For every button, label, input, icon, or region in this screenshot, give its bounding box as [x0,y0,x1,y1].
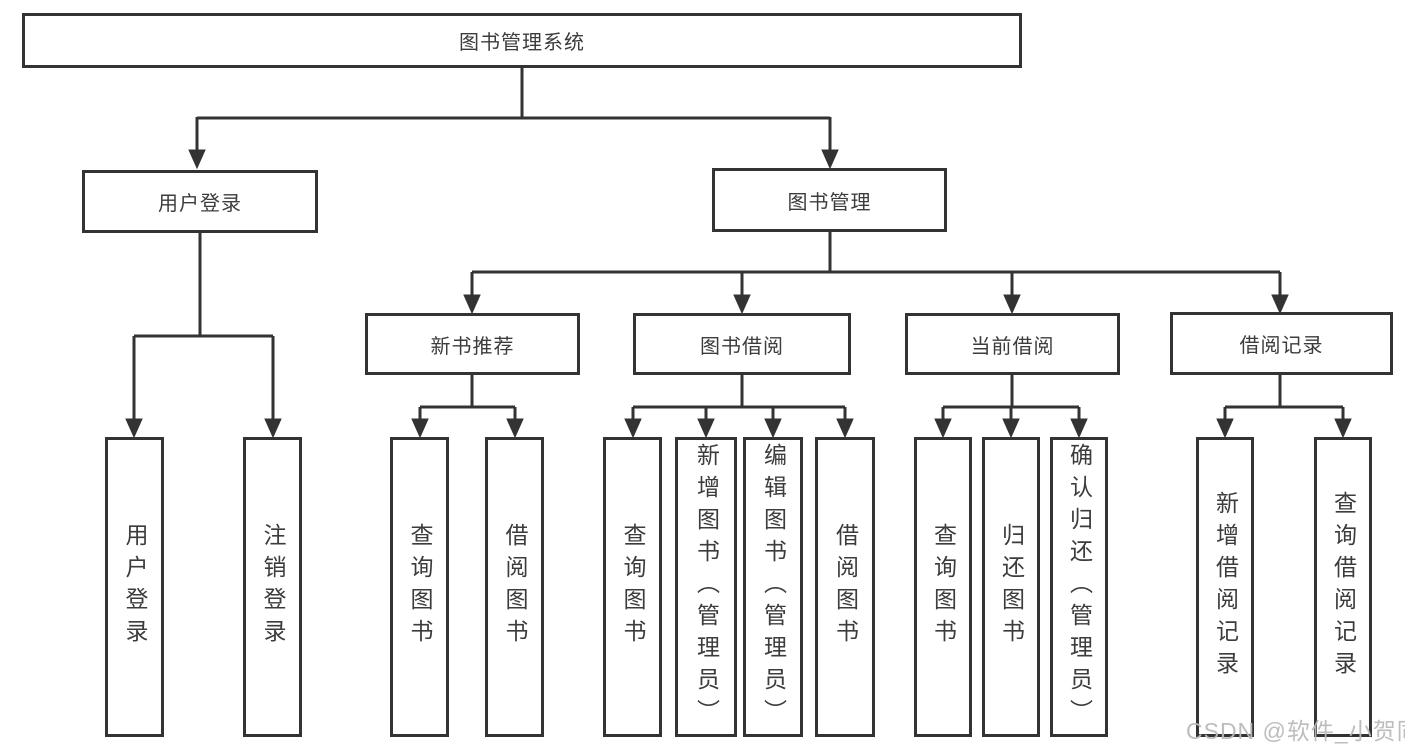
arrow-down-icon [1002,418,1020,439]
leaf-borrow-book-2-label: 借阅图书 [832,523,859,651]
arrow-down-icon [1334,418,1352,439]
arrow-down-icon [697,418,715,439]
leaf-user-login-label: 用户登录 [122,523,148,651]
leaf-add-book-admin-label: 新增图书（管理员） [693,443,720,731]
leaf-user-login: 用户登录 [105,437,164,737]
arrow-down-icon [1070,418,1088,439]
leaf-query-borrow-record: 查询借阅记录 [1314,437,1372,737]
leaf-borrow-book-1-label: 借阅图书 [502,523,528,651]
leaf-query-book-3-label: 查询图书 [930,523,957,651]
arrow-down-icon [506,418,524,439]
watermark: CSDN @软件_小贺同学 [1186,718,1405,744]
leaf-query-borrow-record-label: 查询借阅记录 [1330,491,1357,683]
leaf-edit-book-admin-label: 编辑图书（管理员） [760,443,787,731]
node-current-borrow-label: 当前借阅 [970,335,1055,358]
arrow-down-icon [1271,294,1289,315]
leaf-add-borrow-record-label: 新增借阅记录 [1212,491,1239,683]
arrow-down-icon [1216,418,1234,439]
leaf-query-book-1-label: 查询图书 [407,523,433,651]
leaf-return-book-label: 归还图书 [998,523,1025,651]
arrow-down-icon [188,149,206,170]
leaf-logout: 注销登录 [243,437,302,737]
node-new-book-recommend: 新书推荐 [365,313,580,375]
leaf-confirm-return-admin-label: 确认归还（管理员） [1066,443,1093,731]
leaf-add-borrow-record: 新增借阅记录 [1196,437,1254,737]
node-book-management-label: 图书管理 [787,191,872,214]
node-borrow-record-label: 借阅记录 [1239,335,1324,357]
leaf-query-book-2: 查询图书 [603,437,662,737]
arrow-down-icon [836,418,854,439]
arrow-down-icon [821,149,839,170]
leaf-edit-book-admin: 编辑图书（管理员） [743,437,803,737]
arrow-down-icon [125,418,143,439]
node-user-login-label: 用户登录 [158,193,242,215]
leaf-logout-label: 注销登录 [260,523,286,651]
node-book-borrow-label: 图书借阅 [700,335,784,358]
leaf-query-book-1: 查询图书 [390,437,449,737]
leaf-return-book: 归还图书 [982,437,1040,737]
leaf-query-book-2-label: 查询图书 [620,523,646,651]
leaf-add-book-admin: 新增图书（管理员） [675,437,737,737]
arrow-down-icon [733,294,751,315]
arrow-down-icon [264,418,282,439]
arrow-down-icon [411,418,429,439]
node-user-login: 用户登录 [82,170,318,233]
arrow-down-icon [1003,294,1021,315]
arrow-down-icon [934,418,952,439]
arrow-down-icon [764,418,782,439]
node-new-book-recommend-label: 新书推荐 [430,335,515,358]
leaf-borrow-book-2: 借阅图书 [815,437,875,737]
leaf-confirm-return-admin: 确认归还（管理员） [1050,437,1108,737]
node-current-borrow: 当前借阅 [905,313,1120,375]
arrow-down-icon [463,294,481,315]
node-borrow-record: 借阅记录 [1170,312,1393,375]
node-root: 图书管理系统 [22,13,1022,68]
node-book-management: 图书管理 [712,168,947,232]
arrow-down-icon [624,418,642,439]
leaf-query-book-3: 查询图书 [914,437,972,737]
node-root-label: 图书管理系统 [459,32,585,54]
leaf-borrow-book-1: 借阅图书 [485,437,544,737]
node-book-borrow: 图书借阅 [633,313,851,375]
